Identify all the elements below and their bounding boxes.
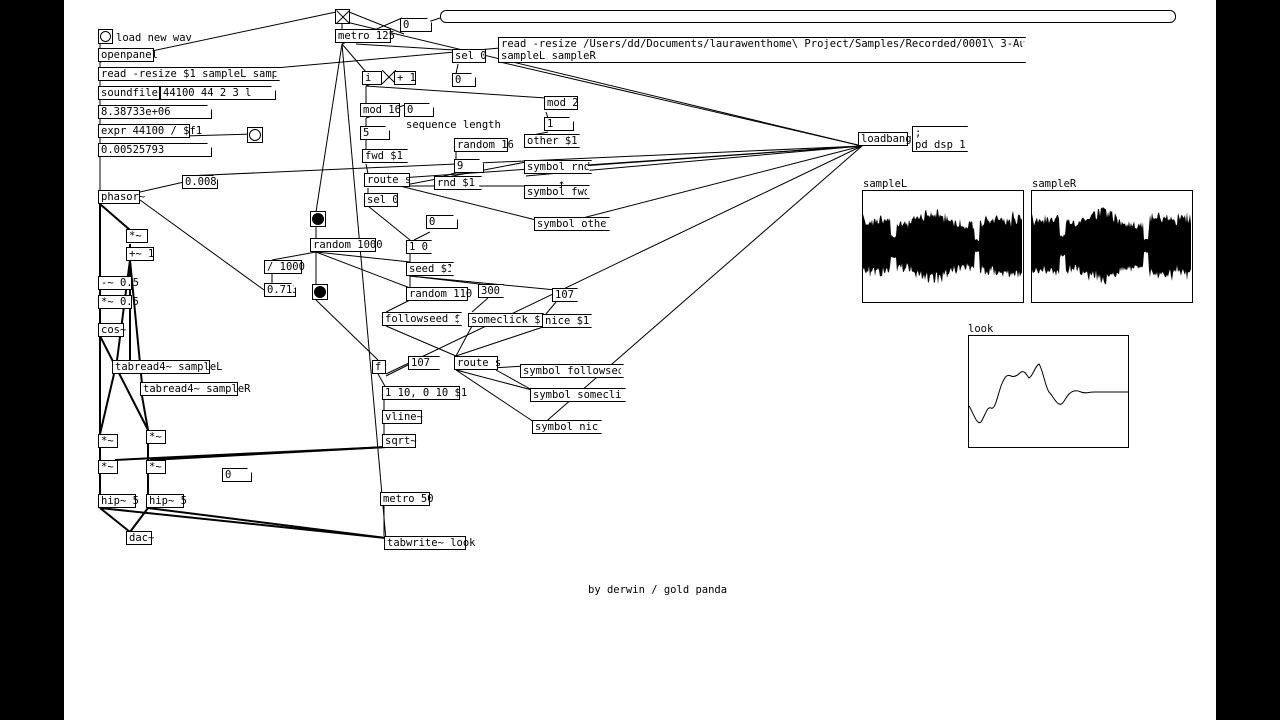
one-zero-message[interactable]: 1 0 xyxy=(406,240,432,254)
random-trigger-bang[interactable] xyxy=(310,211,326,227)
loadbang-object[interactable]: loadbang xyxy=(858,132,912,146)
read-resize-message[interactable]: read -resize $1 sampleL sampleR xyxy=(98,67,280,81)
value-300-message[interactable]: 300 xyxy=(478,284,504,298)
sqrt-object[interactable]: sqrt~ xyxy=(382,434,417,448)
done-bang[interactable] xyxy=(247,127,263,143)
dsp-on-message[interactable]: ; pd dsp 1 xyxy=(912,126,968,152)
gain-right-object[interactable]: *~ xyxy=(146,430,166,444)
value-107-message[interactable]: 107 xyxy=(552,288,578,302)
followseed-message[interactable]: followseed $1 xyxy=(382,312,462,326)
sampleR-array-label: sampleR xyxy=(1032,178,1077,190)
seed-number[interactable]: 0 xyxy=(426,215,458,229)
random-output-number[interactable]: 9 xyxy=(454,159,484,173)
sampleL-array[interactable] xyxy=(862,190,1024,303)
load-wav-bang[interactable] xyxy=(98,29,113,44)
symbol-fwd-message[interactable]: symbol fwd xyxy=(524,185,590,199)
expr-object[interactable]: expr 44100 / $f1 xyxy=(98,124,202,138)
symbol-other-message[interactable]: symbol other xyxy=(534,217,610,231)
random-1000-object[interactable]: random 1000 xyxy=(310,238,383,252)
look-array[interactable] xyxy=(968,335,1129,448)
random-16-object[interactable]: random 16 xyxy=(454,138,514,152)
route-s-object[interactable]: route s xyxy=(364,173,411,187)
add-one-object[interactable]: +~ 1 xyxy=(126,247,154,261)
look-waveform xyxy=(968,363,1128,424)
hip-number[interactable]: 0 xyxy=(222,468,252,482)
look-array-label: look xyxy=(968,323,994,335)
mod-2-object[interactable]: mod 2 xyxy=(544,96,579,110)
value-107b-message[interactable]: 107 xyxy=(408,356,440,370)
random-110-object[interactable]: random 110 xyxy=(406,287,472,301)
sel-zero-mid-object[interactable]: sel 0 xyxy=(364,193,399,207)
nice-message[interactable]: nice $1 xyxy=(542,314,592,328)
float-object[interactable]: f xyxy=(372,360,386,374)
route-s2-object[interactable]: route s xyxy=(454,356,501,370)
hip-right-object[interactable]: hip~ 5 xyxy=(146,494,187,508)
phasor-object[interactable]: phasor~ xyxy=(98,190,145,204)
tabwrite-look-object[interactable]: tabwrite~ look xyxy=(384,536,476,550)
sel-zero-top-object[interactable]: sel 0 xyxy=(452,49,487,63)
openpanel-object[interactable]: openpanel xyxy=(98,48,158,62)
seed-message[interactable]: seed $1 xyxy=(406,262,454,276)
sampleL-array-label: sampleL xyxy=(863,178,908,190)
metro-50-object[interactable]: metro 50 xyxy=(380,492,434,506)
dsp-line1: ; xyxy=(915,127,922,139)
mod-2-number[interactable]: 1 xyxy=(544,117,574,131)
file-read-line2: sampleL sampleR xyxy=(501,50,596,62)
metro-125-object[interactable]: metro 125 xyxy=(335,29,395,43)
normalized-random-number[interactable]: 0.713 xyxy=(264,283,296,297)
mouse-cursor-icon: ↑ xyxy=(558,177,566,191)
credit-label: by derwin / gold panda xyxy=(588,584,728,596)
other-message[interactable]: other $1 xyxy=(524,134,580,148)
subtract-half-object[interactable]: -~ 0.5 xyxy=(98,276,139,290)
top-number[interactable]: 0 xyxy=(400,18,432,32)
crossed-wire-marker xyxy=(382,70,396,84)
someclick-message[interactable]: someclick $1 xyxy=(468,313,544,327)
load-new-wav-label: load new wav xyxy=(116,32,192,44)
sequence-length-number[interactable]: 0 xyxy=(404,103,434,117)
dsp-line2: pd dsp 1 xyxy=(915,139,966,151)
tabread-left-object[interactable]: tabread4~ sampleL xyxy=(112,360,222,374)
plus-one-object[interactable]: + 1 xyxy=(394,71,416,85)
mod-16-output-number[interactable]: 5 xyxy=(360,126,390,140)
scale-number[interactable]: 0.008 xyxy=(182,175,218,189)
tabread-right-object[interactable]: tabread4~ sampleR xyxy=(140,382,250,396)
symbol-followseed-message[interactable]: symbol followseed xyxy=(520,364,624,378)
multiply-half-object[interactable]: *~ 0.5 xyxy=(98,295,139,309)
sampleR-array[interactable] xyxy=(1031,190,1193,303)
file-read-line1: read -resize /Users/dd/Documents/laurawe… xyxy=(501,38,1070,50)
soundfiler-object[interactable]: soundfiler xyxy=(98,86,164,100)
soundfiler-info-number[interactable]: 44100 44 2 3 l xyxy=(160,86,276,100)
symbol-rnd-message[interactable]: symbol rnd xyxy=(524,160,592,174)
fwd-message[interactable]: fwd $1 xyxy=(362,149,408,163)
vline-message[interactable]: 1 10, 0 10 $1 xyxy=(382,386,467,400)
sampleL-waveform xyxy=(863,209,1022,285)
envelope-bang[interactable] xyxy=(312,284,328,300)
vline-object[interactable]: vline~ xyxy=(382,410,423,424)
hip-left-object[interactable]: hip~ 5 xyxy=(98,494,139,508)
divide-1000-object[interactable]: / 1000 xyxy=(264,260,305,274)
horizontal-slider[interactable] xyxy=(440,10,1176,23)
file-read-message[interactable]: read -resize /Users/dd/Documents/laurawe… xyxy=(498,37,1026,63)
sel-output-number[interactable]: 0 xyxy=(452,73,476,87)
sampleR-waveform xyxy=(1032,207,1191,285)
dac-object[interactable]: dac~ xyxy=(126,531,154,545)
phasor-frequency-number[interactable]: 0.00525793 xyxy=(98,143,212,157)
gain-left-object[interactable]: *~ xyxy=(98,434,118,448)
sample-count-number[interactable]: 8.38733e+06 xyxy=(98,105,212,119)
envelope-right-object[interactable]: *~ xyxy=(146,460,166,474)
sequence-length-label: sequence length xyxy=(406,119,501,131)
multiply-object[interactable]: *~ xyxy=(126,229,148,243)
mod-16-object[interactable]: mod 16 xyxy=(360,103,401,117)
int-object[interactable]: i xyxy=(362,71,382,85)
metro-toggle[interactable] xyxy=(335,9,350,24)
envelope-left-object[interactable]: *~ xyxy=(98,460,118,474)
symbol-someclick-message[interactable]: symbol someclick xyxy=(530,388,626,402)
rnd-message[interactable]: rnd $1 xyxy=(434,176,482,190)
cos-object[interactable]: cos~ xyxy=(98,323,126,337)
symbol-nice-message[interactable]: symbol nice xyxy=(532,420,602,434)
